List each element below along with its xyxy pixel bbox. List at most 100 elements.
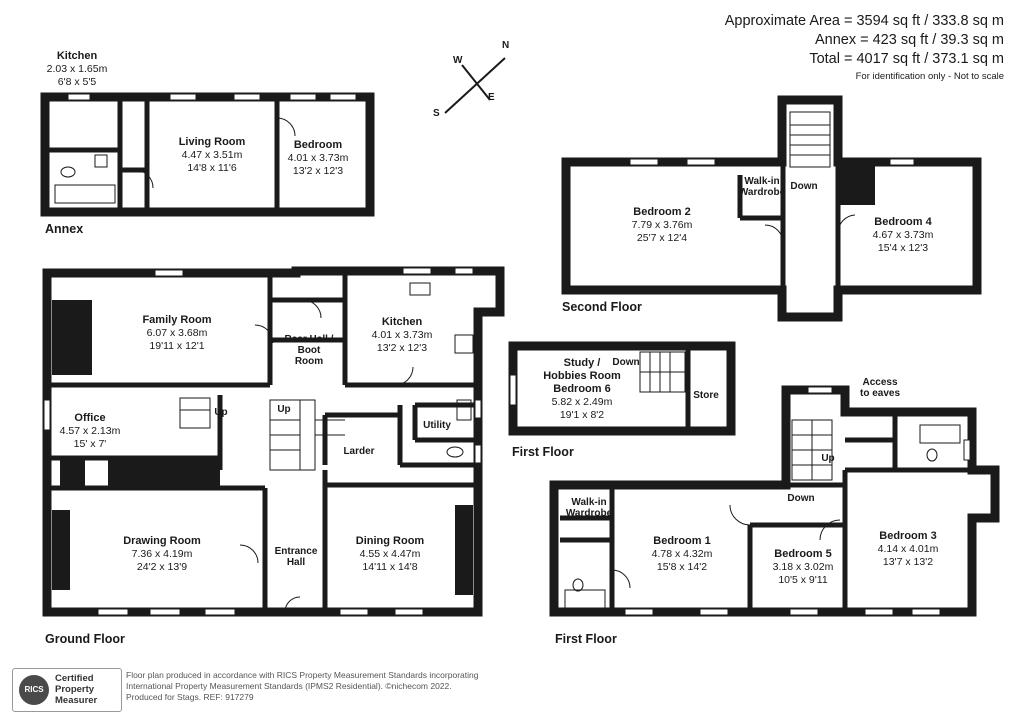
room-name: Bedroom (293, 139, 343, 151)
room-metric: 4.78 x 4.32m (651, 548, 713, 560)
room-name: Dining Room (355, 535, 425, 547)
label-down-second: Down (790, 181, 818, 192)
label-up-hall: Up (277, 404, 291, 415)
room-annex-kitchen: Kitchen 2.03 x 1.65m 6'8 x 5'5 (47, 50, 108, 88)
footer-line2: International Property Measurement Stand… (126, 681, 452, 691)
room-family: Family Room 6.07 x 3.68m 19'11 x 12'1 (142, 314, 211, 352)
footer: RICS Certified Property Measurer Floor p… (12, 668, 612, 713)
room-metric: 3.18 x 3.02m (772, 561, 834, 573)
room-metric: 5.82 x 2.49m (551, 396, 613, 408)
approximate-area: Approximate Area = 3594 sq ft / 333.8 sq… (724, 13, 1004, 29)
floor-label-ground: Ground Floor (45, 632, 125, 646)
windows (43, 93, 971, 616)
staircases (179, 111, 833, 481)
rics-logo-icon: RICS (19, 675, 49, 705)
room-metric: 4.01 x 3.73m (287, 152, 349, 164)
room-drawing: Drawing Room 7.36 x 4.19m 24'2 x 13'9 (123, 535, 201, 573)
room-metric: 4.47 x 3.51m (181, 149, 243, 161)
badge-line2: Property (55, 684, 95, 695)
room-dining: Dining Room 4.55 x 4.47m 14'11 x 14'8 (356, 535, 424, 573)
label-rear-hall-line3: Room (294, 356, 324, 367)
door-swings (134, 117, 856, 613)
label-rear-hall: Rear Hall / Boot Room (285, 334, 334, 367)
room-name-2: Hobbies Room (543, 370, 621, 382)
badge-line1: Certified (55, 673, 94, 684)
label-walkin-first-line1: Walk-in (571, 497, 607, 508)
floor-label-annex: Annex (45, 222, 84, 236)
total-area: Total = 4017 sq ft / 373.1 sq m (809, 51, 1004, 67)
room-name: Family Room (142, 314, 212, 326)
compass-east: E (488, 92, 495, 103)
room-bedroom-4: Bedroom 4 4.67 x 3.73m 15'4 x 12'3 (873, 216, 934, 254)
room-imperial: 19'11 x 12'1 (149, 339, 205, 352)
annex-area: Annex = 423 sq ft / 39.3 sq m (814, 32, 1004, 48)
room-office: Office 4.57 x 2.13m 15' x 7' (60, 412, 121, 450)
room-imperial: 13'7 x 13'2 (882, 555, 934, 568)
compass-north: N (502, 40, 510, 51)
rics-badge: RICS Certified Property Measurer (12, 668, 122, 712)
label-access-eaves-line2: to eaves (859, 388, 901, 399)
room-name: Kitchen (56, 50, 98, 62)
room-name: Bedroom 1 (653, 535, 711, 547)
room-imperial: 25'7 x 12'4 (636, 231, 688, 244)
label-up-first: Up (821, 453, 835, 464)
label-larder: Larder (343, 446, 375, 457)
room-imperial: 13'2 x 12'3 (376, 341, 428, 354)
internal-walls (45, 97, 972, 612)
label-entrance-line2: Hall (286, 557, 306, 568)
room-metric: 6.07 x 3.68m (146, 327, 208, 339)
badge-line3: Measurer (55, 695, 98, 706)
room-metric: 4.14 x 4.01m (877, 543, 939, 555)
room-imperial: 15' x 7' (73, 437, 107, 450)
label-store: Store (693, 390, 719, 401)
room-name-1: Study / (563, 357, 601, 369)
label-walkin-second-line2: Wardrobe (738, 187, 786, 198)
room-imperial: 19'1 x 8'2 (559, 408, 605, 421)
room-name: Kitchen (381, 316, 423, 328)
label-walkin-first: Walk-in Wardrobe (566, 497, 612, 519)
compass-rose (444, 57, 506, 114)
footer-line3: Produced for Stags. REF: 917279 (126, 692, 254, 702)
label-access-eaves-line1: Access (862, 377, 898, 388)
label-walkin-first-line2: Wardrobe (565, 508, 613, 519)
room-imperial: 13'2 x 12'3 (292, 164, 344, 177)
room-kitchen: Kitchen 4.01 x 3.73m 13'2 x 12'3 (372, 316, 433, 354)
footer-notes: Floor plan produced in accordance with R… (126, 670, 546, 703)
label-walkin-second: Walk-in Wardrobe (739, 176, 785, 198)
second-floor-outline (561, 95, 982, 322)
room-name: Bedroom 5 (774, 548, 832, 560)
room-metric: 4.55 x 4.47m (359, 548, 421, 560)
label-up-office: Up (214, 407, 228, 418)
compass-west: W (453, 55, 463, 66)
floor-label-first: First Floor (555, 632, 617, 646)
room-annex-bedroom: Bedroom 4.01 x 3.73m 13'2 x 12'3 (288, 139, 349, 177)
room-imperial: 15'4 x 12'3 (877, 241, 929, 254)
room-bedroom-5: Bedroom 5 3.18 x 3.02m 10'5 x 9'11 (773, 548, 834, 586)
label-entrance-line1: Entrance (274, 546, 318, 557)
room-study: Study / Hobbies Room Bedroom 6 5.82 x 2.… (543, 357, 621, 421)
label-entrance-hall: Entrance Hall (275, 546, 318, 568)
room-name: Office (74, 412, 106, 424)
label-rear-hall-line1: Rear Hall / (284, 334, 334, 345)
area-summary: Approximate Area = 3594 sq ft / 333.8 sq… (725, 12, 1004, 82)
floor-label-first-study: First Floor (512, 445, 574, 459)
label-rear-hall-line2: Boot (297, 345, 321, 356)
room-imperial: 15'8 x 14'2 (656, 560, 708, 573)
room-name-3: Bedroom 6 (553, 383, 611, 395)
room-metric: 4.57 x 2.13m (59, 425, 121, 437)
room-name: Bedroom 3 (879, 530, 937, 542)
label-down-first: Down (787, 493, 815, 504)
room-metric: 7.36 x 4.19m (131, 548, 193, 560)
room-metric: 7.79 x 3.76m (631, 219, 693, 231)
room-name: Bedroom 2 (633, 206, 691, 218)
room-metric: 4.67 x 3.73m (872, 229, 934, 241)
room-bedroom-2: Bedroom 2 7.79 x 3.76m 25'7 x 12'4 (632, 206, 693, 244)
ground-floor-outline (42, 266, 505, 617)
badge-text: Certified Property Measurer (55, 673, 97, 706)
room-annex-living: Living Room 4.47 x 3.51m 14'8 x 11'6 (179, 136, 246, 174)
fixtures (54, 154, 961, 609)
room-imperial: 14'8 x 11'6 (187, 161, 237, 174)
room-imperial: 10'5 x 9'11 (778, 573, 828, 586)
room-name: Bedroom 4 (874, 216, 932, 228)
